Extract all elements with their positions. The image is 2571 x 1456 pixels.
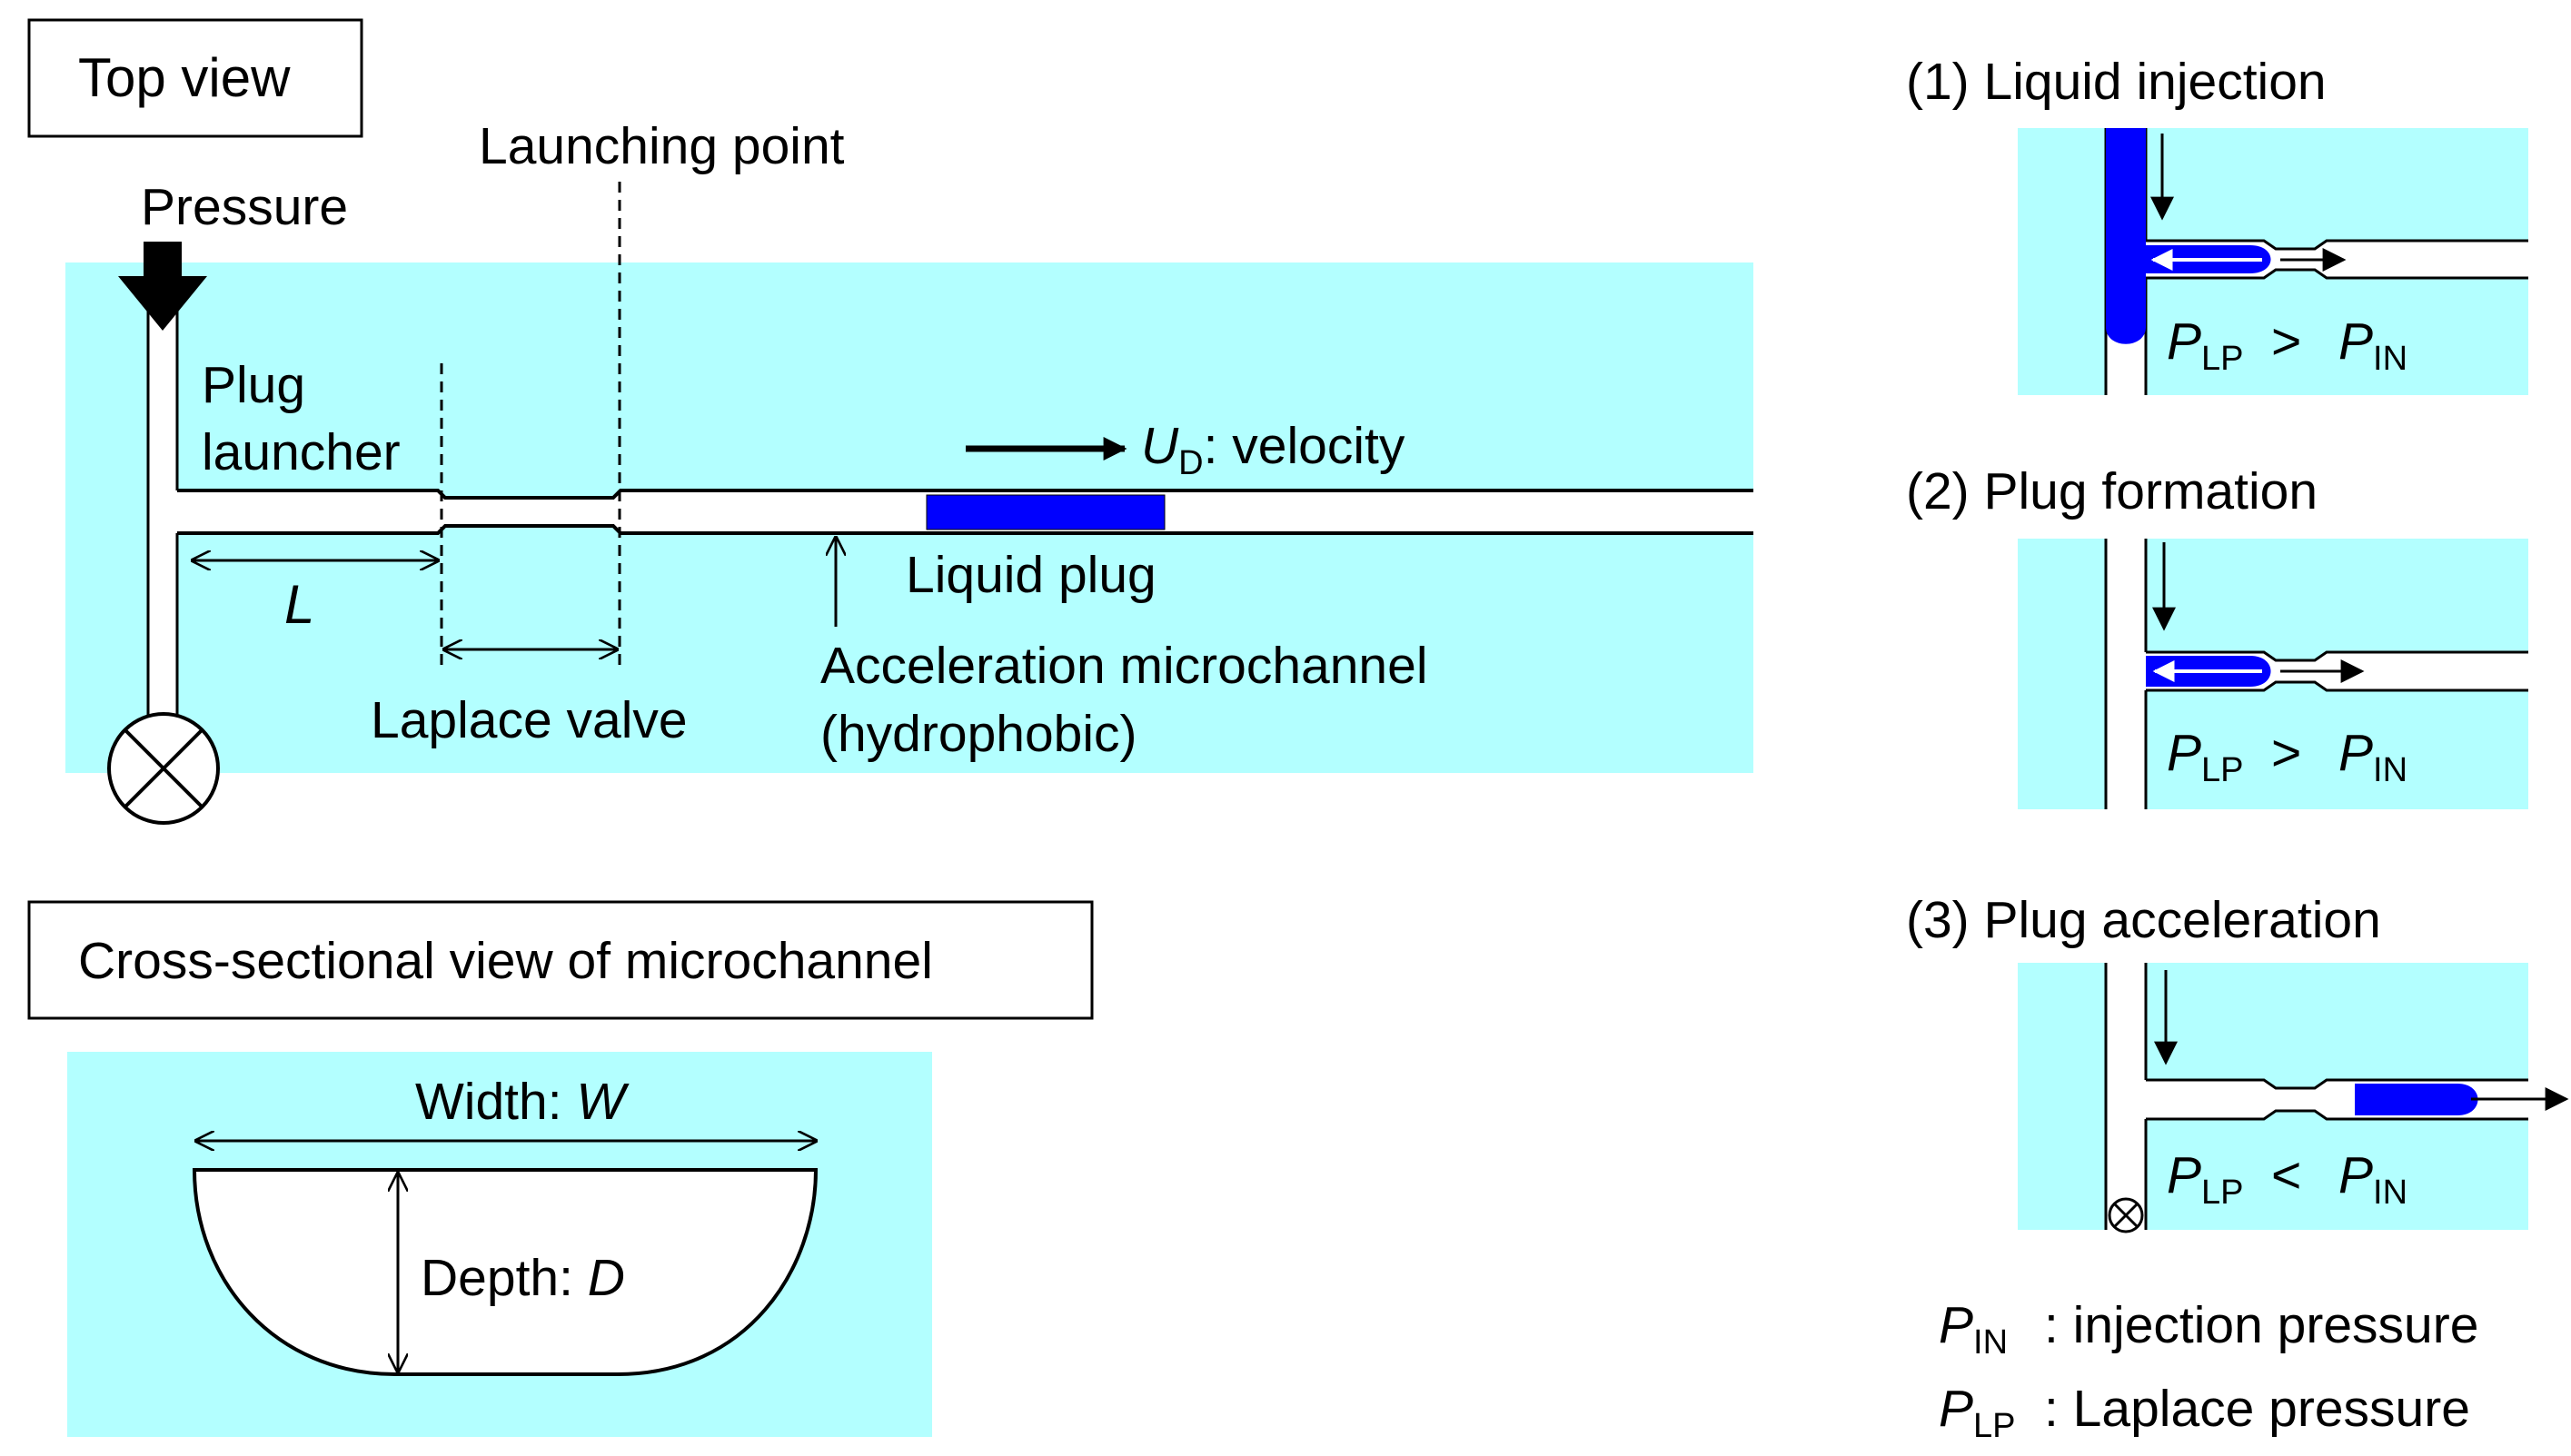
legend: PIN: injection pressure PLP: Laplace pre… (1939, 1296, 2478, 1445)
laplace-valve-label: Laplace valve (371, 691, 688, 749)
depth-text: Depth: (421, 1249, 588, 1307)
legend-text: : Laplace pressure (2044, 1380, 2470, 1438)
top-view-title: Top view (78, 47, 291, 108)
relation-rhs: P (2338, 1146, 2373, 1204)
injection-channel (2106, 539, 2146, 809)
channel-wall (2146, 680, 2528, 692)
relation-operator: > (2271, 312, 2301, 371)
liquid-plug-label: Liquid plug (906, 546, 1156, 604)
pressure-relation: PLP>PIN (2167, 312, 2407, 378)
relation-lhs-sub: LP (2201, 340, 2243, 378)
pressure-arrow-icon (118, 242, 207, 331)
injected-liquid (2106, 128, 2271, 344)
velocity-symbol: U (1141, 417, 1179, 475)
valve-icon (107, 712, 220, 825)
cross-section-panel: Cross-sectional view of microchannel Wid… (27, 900, 1094, 1437)
channel-top-wall (177, 489, 1753, 500)
injection-channel (2106, 963, 2146, 1230)
cross-section-title-box (27, 900, 1094, 1020)
top-view-panel: Top view Pressure Launching point Plug (27, 18, 1753, 825)
relation-lhs-sub: LP (2201, 1174, 2243, 1212)
relation-rhs-sub: IN (2373, 1174, 2407, 1212)
cross-section-title: Cross-sectional view of microchannel (78, 932, 933, 990)
channel-bottom-wall (177, 524, 1753, 535)
relation-lhs: P (2167, 724, 2201, 782)
liquid-plug (926, 494, 1166, 530)
launching-point-label: Launching point (479, 117, 845, 175)
step-title: (3) Plug acceleration (1906, 891, 2381, 949)
length-symbol: L (284, 574, 314, 635)
depth-label: Depth: D (421, 1249, 625, 1307)
pressure-relation: PLP<PIN (2167, 1146, 2407, 1212)
injection-channel (148, 300, 177, 747)
channel-wall (2146, 239, 2528, 251)
relation-lhs: P (2167, 312, 2201, 371)
step-plug-formation: (2) Plug formation PLP>PIN (1906, 462, 2528, 809)
relation-rhs: P (2338, 312, 2373, 371)
velocity-label: UD: velocity (1141, 417, 1405, 482)
channel-wall (2146, 268, 2528, 280)
channel-wall (2146, 650, 2528, 662)
relation-rhs-sub: IN (2373, 751, 2407, 789)
legend-symbol: P (1939, 1380, 1973, 1438)
accel-channel-label: Acceleration microchannel (820, 637, 1428, 695)
accel-channel-label: (hydrophobic) (820, 705, 1137, 763)
pressure-label: Pressure (141, 178, 348, 236)
pressure-relation: PLP>PIN (2167, 724, 2407, 789)
legend-text: : injection pressure (2044, 1296, 2478, 1354)
channel-cross-section (192, 1168, 819, 1376)
valve-closed-icon (2108, 1197, 2144, 1233)
step-title: (1) Liquid injection (1906, 53, 2327, 111)
plug-launcher-label: Plug (202, 356, 305, 414)
relation-rhs: P (2338, 724, 2373, 782)
plug-launcher-label: launcher (202, 423, 401, 481)
legend-entry: PLP : Laplace pressure (1939, 1380, 2470, 1445)
step-liquid-injection: (1) Liquid injection PLP>PIN (1906, 53, 2528, 395)
relation-rhs-sub: IN (2373, 340, 2407, 378)
channel-wall (2146, 1109, 2528, 1121)
width-text: Width: (415, 1073, 576, 1131)
relation-operator: > (2271, 724, 2301, 782)
legend-entry: PIN : injection pressure (1939, 1296, 2478, 1362)
relation-lhs-sub: LP (2201, 751, 2243, 789)
width-label: Width: W (415, 1073, 630, 1131)
velocity-subscript: D (1178, 444, 1203, 482)
legend-sub: LP (1973, 1407, 2015, 1445)
step-plug-acceleration: (3) Plug acceleration PLP<PIN (1906, 891, 2569, 1233)
legend-symbol: P (1939, 1296, 1973, 1354)
relation-operator: < (2271, 1146, 2301, 1204)
width-symbol: W (576, 1073, 630, 1131)
depth-symbol: D (588, 1249, 625, 1307)
legend-sub: IN (1973, 1323, 2008, 1362)
relation-lhs: P (2167, 1146, 2201, 1204)
step-title: (2) Plug formation (1906, 462, 2318, 520)
accelerating-plug (2355, 1084, 2478, 1115)
top-view-title-box (27, 18, 363, 138)
velocity-text: : velocity (1204, 417, 1405, 475)
channel-wall (2146, 1078, 2528, 1090)
